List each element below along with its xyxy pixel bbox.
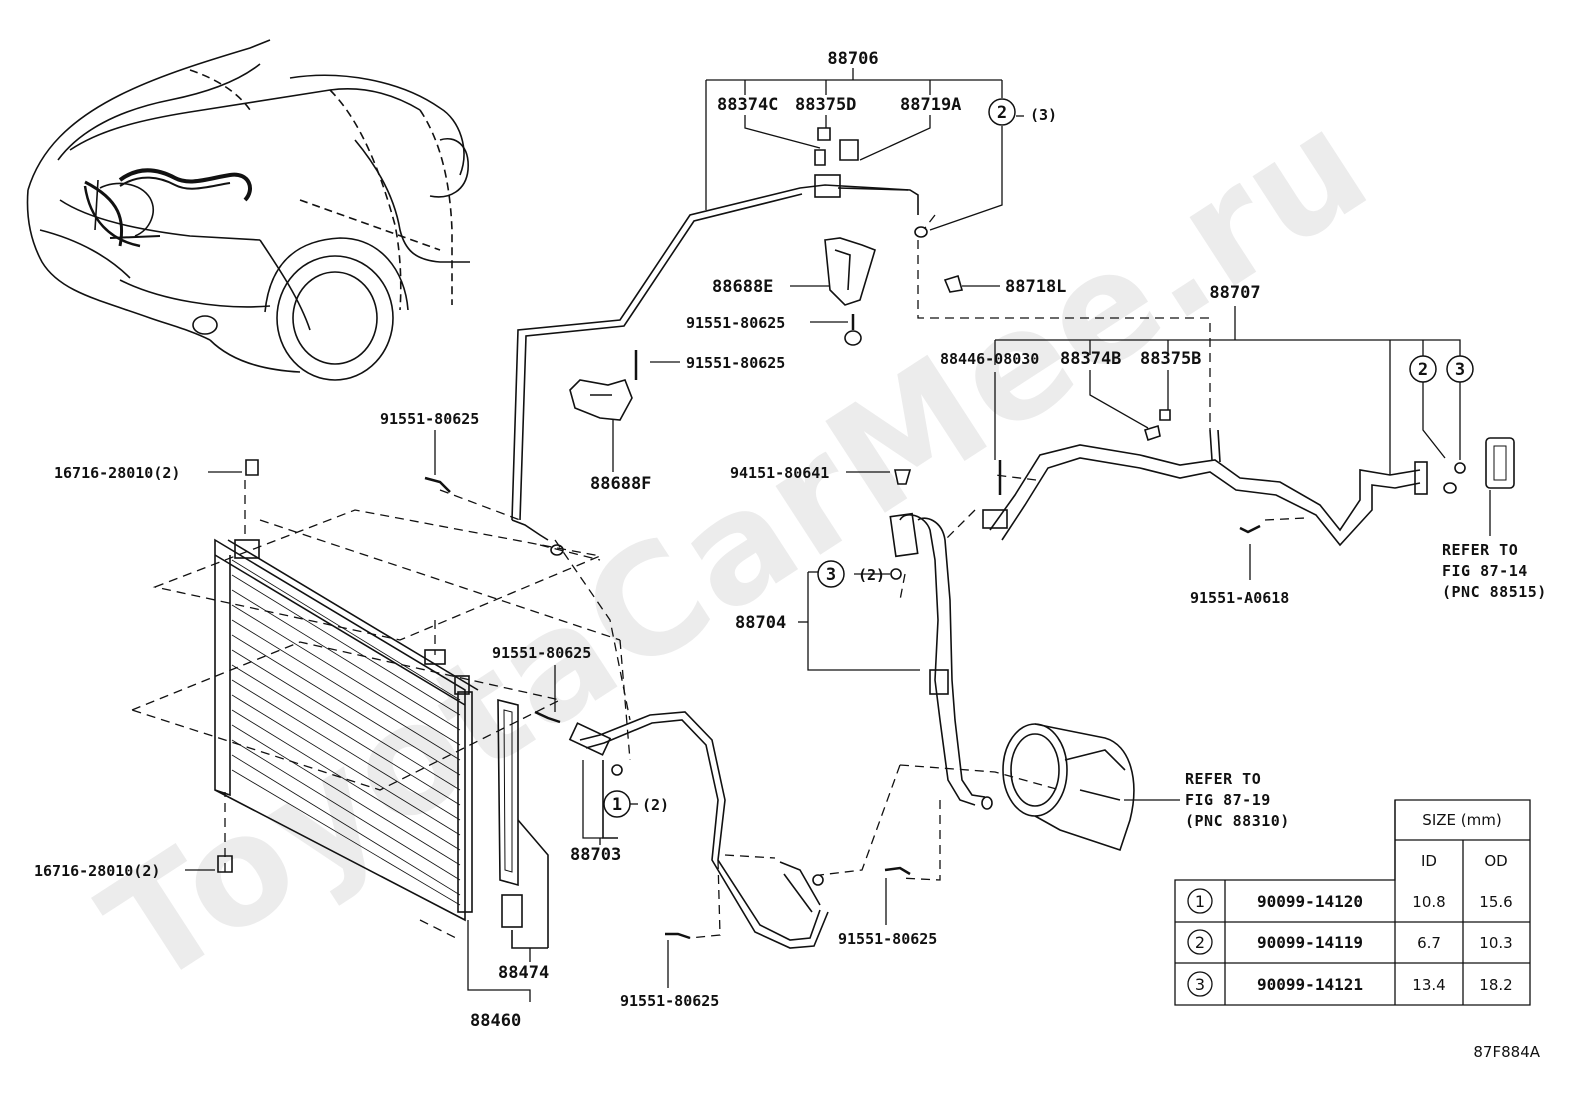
callout-number: 3 (1455, 360, 1465, 380)
part-label-88704: 88704 (735, 613, 786, 633)
refer-line: REFER TO (1185, 770, 1261, 788)
table-circle-2 (1187, 929, 1213, 955)
part-label-88460: 88460 (470, 1011, 521, 1031)
figure-code: 87F884A (1473, 1043, 1540, 1061)
table-header-size: SIZE (mm) (1422, 811, 1501, 829)
bracket-88688E (824, 237, 876, 346)
size-table (1174, 799, 1531, 1006)
circle-callout (1446, 355, 1474, 383)
part-label-88703: 88703 (570, 845, 621, 865)
circle-callout (1409, 355, 1437, 383)
small-fittings (217, 127, 1466, 940)
part-label-91551-80625: 91551-80625 (380, 410, 479, 428)
table-circle-1 (1187, 888, 1213, 914)
part-label-88706: 88706 (827, 49, 878, 69)
part-label-16716-28010: 16716-28010(2) (54, 464, 180, 482)
part-label-88374C: 88374C (717, 95, 778, 115)
part-label-88446-08030: 88446-08030 (940, 350, 1039, 368)
callout-number: 2 (997, 103, 1007, 123)
part-label-91551-80625: 91551-80625 (492, 644, 591, 662)
table-row-num: 1 (1195, 892, 1205, 911)
part-label-88707: 88707 (1209, 283, 1260, 303)
hose-88704 (889, 512, 986, 806)
condenser-88460 (214, 538, 479, 922)
part-label-88718L: 88718L (1005, 277, 1066, 297)
circle-callout (988, 98, 1016, 126)
quantity-note: (3) (1030, 106, 1057, 124)
table-row-od: 15.6 (1479, 893, 1512, 911)
circle-callout (817, 560, 845, 588)
refer-note-87-19: REFER TO FIG 87-19 (PNC 88310) (1185, 770, 1290, 830)
hose-88706 (511, 174, 919, 541)
refer-note-87-14: REFER TO FIG 87-14 (PNC 88515) (1442, 541, 1547, 601)
callout-number: 1 (612, 795, 622, 815)
part-label-88719A: 88719A (900, 95, 961, 115)
part-label-91551-80625: 91551-80625 (838, 930, 937, 948)
refer-line: REFER TO (1442, 541, 1518, 559)
part-label-88375B: 88375B (1140, 349, 1201, 369)
leader-lines (185, 68, 1491, 1002)
part-label-94151-80641: 94151-80641 (730, 464, 829, 482)
table-row-od: 18.2 (1479, 976, 1512, 994)
hose-88707 (982, 429, 1428, 547)
part-label-16716-28010: 16716-28010(2) (34, 862, 160, 880)
part-label-91551-A0618: 91551-A0618 (1190, 589, 1289, 607)
part-label-91551-80625: 91551-80625 (620, 992, 719, 1010)
part-label-91551-80625: 91551-80625 (686, 314, 785, 332)
quantity-note: (2) (642, 796, 669, 814)
refer-line: (PNC 88310) (1185, 812, 1290, 830)
table-row-part: 90099-14121 (1257, 975, 1363, 994)
table-row-part: 90099-14119 (1257, 933, 1363, 952)
table-row-id: 6.7 (1417, 934, 1441, 952)
part-labels: 88706 88374C 88375D 88719A 88688E 88718L… (34, 49, 1289, 1031)
hose-88703 (568, 711, 829, 949)
table-row-id: 10.8 (1412, 893, 1445, 911)
table-row-num: 3 (1195, 975, 1205, 994)
table-circle-3 (1187, 971, 1213, 997)
part-label-88474: 88474 (498, 963, 549, 983)
table-row-od: 10.3 (1479, 934, 1512, 952)
table-col-id: ID (1421, 852, 1437, 870)
condenser-guides (130, 480, 631, 941)
refer-line: (PNC 88515) (1442, 583, 1547, 601)
part-label-88688F: 88688F (590, 474, 651, 494)
table-row-id: 13.4 (1412, 976, 1445, 994)
part-label-88688E: 88688E (712, 277, 773, 297)
callout-number: 3 (826, 565, 836, 585)
table-col-od: OD (1484, 852, 1507, 870)
refer-line: FIG 87-19 (1185, 791, 1271, 809)
watermark: ToyotaCarMee.ru (75, 76, 1398, 1020)
compressor (1002, 723, 1135, 852)
part-label-88375D: 88375D (795, 95, 856, 115)
routing-hints (554, 214, 1306, 939)
vehicle-sketch (26, 39, 470, 381)
part-label-88374B: 88374B (1060, 349, 1121, 369)
bracket-88688F (569, 350, 638, 421)
refer-line: FIG 87-14 (1442, 562, 1528, 580)
callout-number: 2 (1418, 360, 1428, 380)
expansion-valve (1485, 437, 1515, 489)
circle-callout (603, 790, 631, 818)
quantity-note: (2) (858, 566, 885, 584)
receiver-88474 (497, 698, 549, 949)
part-label-91551-80625: 91551-80625 (686, 354, 785, 372)
table-row-num: 2 (1195, 933, 1205, 952)
table-row-part: 90099-14120 (1257, 892, 1363, 911)
